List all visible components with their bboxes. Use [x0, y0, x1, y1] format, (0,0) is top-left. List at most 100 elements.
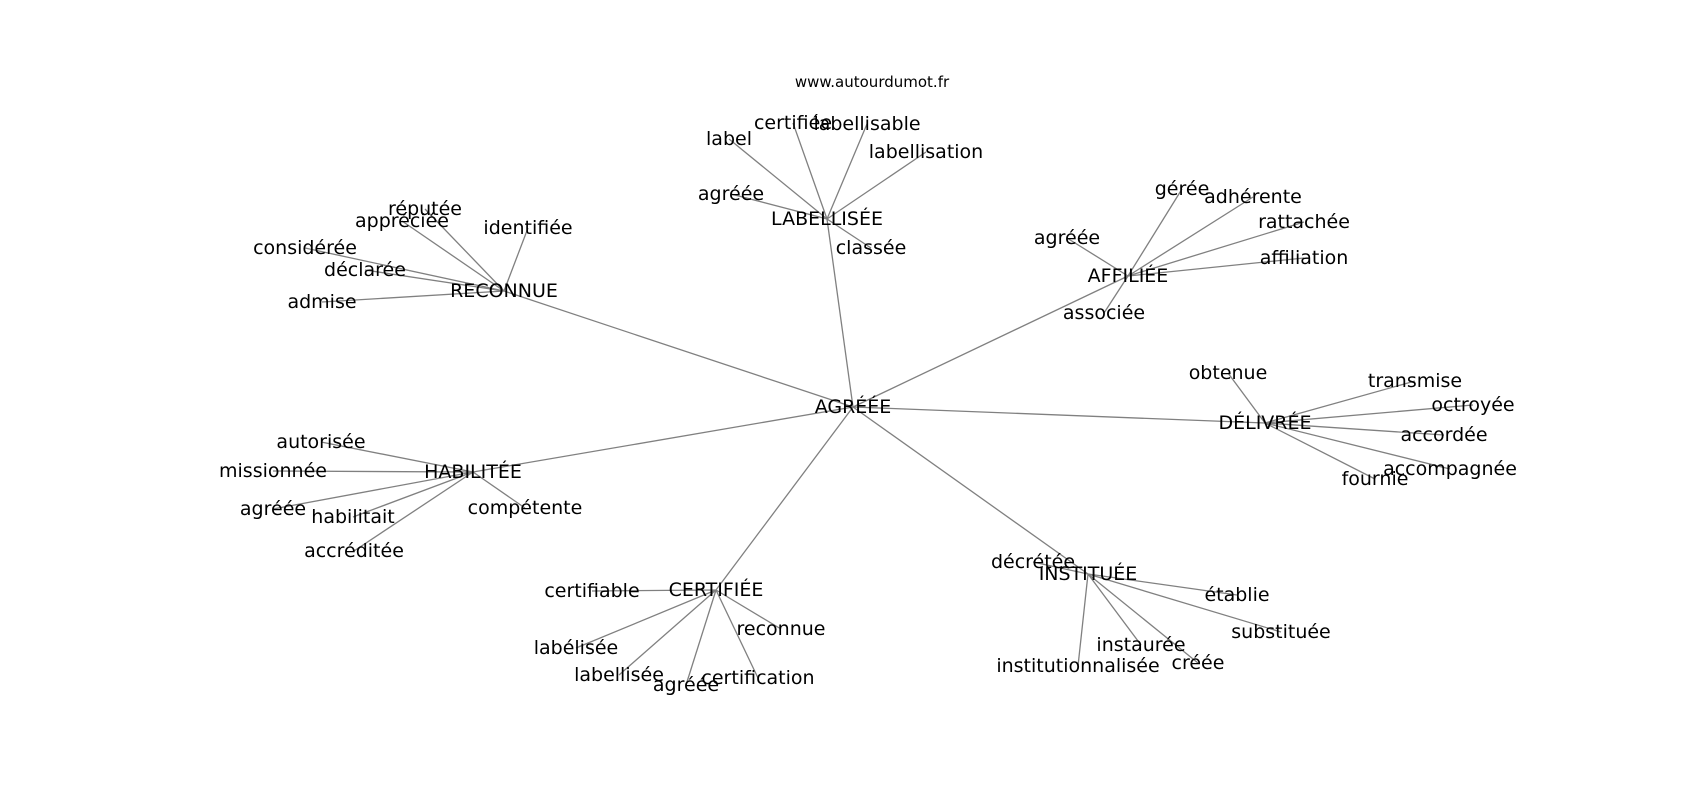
hub-to-leaf-edge: [1264, 422, 1376, 480]
hub-to-leaf-edge: [401, 220, 505, 292]
hub-node: INSTITUÉE: [1039, 562, 1138, 585]
leaf-node: accordée: [1400, 424, 1487, 446]
leaf-node: labélisée: [534, 637, 619, 659]
hub-to-leaf-edge: [304, 247, 505, 292]
leaf-node: instaurée: [1096, 634, 1185, 656]
hub-to-leaf-edge: [1087, 573, 1142, 646]
leaf-node: identifiée: [483, 217, 572, 239]
hub-node: AFFILIÉE: [1088, 264, 1169, 287]
leaf-node: créée: [1172, 652, 1225, 674]
leaf-node: accompagnée: [1383, 458, 1517, 480]
graph-edges: [272, 122, 1474, 686]
center-node: AGRÉÉE: [815, 395, 892, 418]
hub-to-leaf-edge: [321, 290, 505, 303]
hub-node: HABILITÉE: [424, 460, 522, 483]
hub-to-leaf-edge: [472, 471, 526, 509]
leaf-node: compétente: [468, 497, 583, 519]
hub-to-leaf-edge: [1032, 561, 1089, 575]
center-to-hub-edge: [503, 290, 854, 408]
leaf-node: affiliation: [1260, 247, 1349, 269]
leaf-node: obtenue: [1189, 362, 1268, 384]
center-to-hub-edge: [852, 406, 1089, 575]
hub-to-leaf-edge: [320, 441, 474, 473]
leaf-node: labellisation: [869, 141, 983, 163]
hub-to-leaf-edge: [591, 589, 717, 592]
site-watermark: www.autourdumot.fr: [795, 73, 950, 91]
hub-to-leaf-edge: [364, 269, 505, 292]
hub-to-leaf-edge: [1087, 573, 1238, 596]
leaf-node: appréciée: [355, 210, 449, 232]
hub-to-leaf-edge: [1103, 275, 1129, 314]
hub-to-leaf-edge: [1127, 188, 1183, 277]
hub-to-leaf-edge: [792, 122, 828, 220]
hub-to-leaf-edge: [715, 589, 782, 630]
leaf-node: certifiable: [544, 580, 639, 602]
hub-to-leaf-edge: [1264, 404, 1474, 424]
leaf-node: agréée: [653, 674, 719, 696]
leaf-node: déclarée: [324, 259, 406, 281]
leaf-node: octroyée: [1431, 394, 1514, 416]
leaf-node: agréée: [1034, 227, 1100, 249]
leaf-node: rattachée: [1258, 211, 1350, 233]
hub-to-leaf-edge: [1087, 573, 1199, 664]
hub-node: DÉLIVRÉE: [1218, 411, 1311, 434]
hub-to-leaf-edge: [1227, 372, 1266, 424]
leaf-node: agréée: [698, 183, 764, 205]
leaf-node: missionnée: [219, 460, 327, 482]
leaf-node: reconnue: [737, 618, 826, 640]
hub-node: CERTIFIÉE: [669, 578, 764, 601]
leaf-node: associée: [1063, 302, 1145, 324]
leaf-node: agréée: [240, 498, 306, 520]
center-to-hub-edge: [826, 218, 854, 408]
leaf-node: transmise: [1368, 370, 1462, 392]
leaf-node: classée: [836, 237, 907, 259]
leaf-node: accréditée: [304, 540, 404, 562]
hub-to-leaf-edge: [272, 470, 474, 473]
hub-to-leaf-edge: [272, 471, 474, 510]
hub-to-leaf-edge: [1127, 221, 1305, 277]
hub-to-leaf-edge: [1264, 422, 1445, 436]
hub-node: LABELLISÉE: [771, 207, 883, 230]
leaf-node: certification: [701, 667, 814, 689]
hub-to-leaf-edge: [826, 151, 927, 220]
leaf-node: fournie: [1342, 468, 1409, 490]
hub-to-leaf-edge: [503, 227, 529, 292]
hub-to-leaf-edge: [1127, 196, 1254, 277]
leaf-node: décrétée: [991, 551, 1075, 573]
hub-to-leaf-edge: [1127, 257, 1305, 277]
leaf-node: autorisée: [276, 431, 365, 453]
leaf-node: certifiée: [754, 112, 832, 134]
leaf-node: institutionnalisée: [996, 655, 1159, 677]
hub-to-leaf-edge: [353, 471, 474, 552]
hub-to-leaf-edge: [685, 589, 717, 686]
leaf-node: labellisable: [813, 113, 920, 135]
leaf-node: adhérente: [1204, 186, 1302, 208]
center-to-hub-edge: [472, 406, 854, 473]
leaf-node: gérée: [1155, 178, 1210, 200]
hub-to-leaf-edge: [715, 589, 759, 679]
hub-to-leaf-edge: [1066, 237, 1129, 277]
center-to-hub-edge: [715, 406, 854, 591]
leaf-node: considérée: [253, 237, 357, 259]
hub-to-leaf-edge: [1264, 380, 1416, 424]
hub-to-leaf-edge: [575, 589, 717, 649]
hub-to-leaf-edge: [352, 471, 474, 518]
hub-to-leaf-edge: [730, 193, 828, 220]
hub-to-leaf-edge: [826, 218, 872, 249]
hub-to-leaf-edge: [424, 208, 505, 292]
leaf-node: labellisée: [574, 664, 664, 686]
hub-to-leaf-edge: [1077, 573, 1089, 667]
leaf-node: réputée: [388, 198, 462, 220]
leaf-node: substituée: [1231, 621, 1331, 643]
hub-to-leaf-edge: [728, 138, 828, 220]
center-to-hub-edge: [852, 275, 1129, 408]
hub-to-leaf-edge: [1087, 573, 1282, 633]
leaf-node: admise: [287, 291, 356, 313]
leaf-node: label: [706, 128, 752, 150]
hub-to-leaf-edge: [618, 589, 717, 676]
leaf-node: habilitait: [311, 506, 394, 528]
center-to-hub-edge: [852, 406, 1266, 424]
hub-to-leaf-edge: [826, 123, 868, 220]
